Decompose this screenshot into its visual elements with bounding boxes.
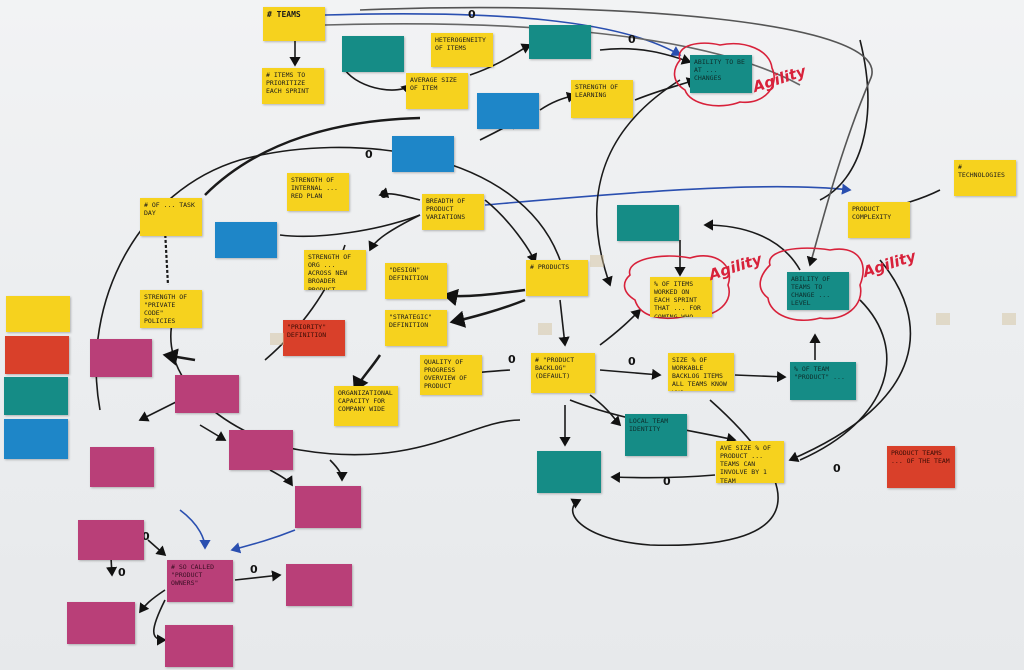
polarity-marker: 0 — [663, 475, 671, 488]
tape — [1002, 313, 1016, 325]
note-items-to-prioritize: # ITEMS TO PRIORITIZE EACH SPRINT — [262, 68, 324, 104]
note-priority-definition: "PRIORITY" DEFINITION — [283, 320, 345, 356]
note-magenta-7 — [286, 564, 352, 606]
note-teams: # TEAMS — [263, 7, 325, 41]
note-teal-bottom — [537, 451, 601, 493]
note-quality-progress: QUALITY OF PROGRESS OVERVIEW OF PRODUCT — [420, 355, 482, 395]
note-left-teal — [4, 377, 68, 415]
note-teal-middle — [617, 205, 679, 241]
note-pct-backlog-teams: AVE SIZE % OF PRODUCT ... TEAMS CAN INVO… — [716, 441, 784, 483]
note-pct-backlog: SIZE % OF WORKABLE BACKLOG ITEMS ALL TEA… — [668, 353, 734, 391]
agility-label: Agility — [861, 247, 919, 281]
note-product-complexity: PRODUCT COMPLEXITY — [848, 202, 910, 238]
note-magenta-9 — [165, 625, 233, 667]
tape — [538, 323, 552, 335]
note-organizational-capacity: ORGANIZATIONAL CAPACITY FOR COMPANY WIDE — [334, 386, 398, 426]
polarity-marker: 0 — [365, 148, 373, 161]
polarity-marker: 0 — [468, 8, 476, 21]
polarity-marker: 0 — [118, 566, 126, 579]
polarity-marker: 0 — [833, 462, 841, 475]
note-strength-private: STRENGTH OF "PRIVATE CODE" POLICIES — [140, 290, 202, 328]
note-product-owner: # SO CALLED "PRODUCT OWNERS" — [167, 560, 233, 602]
note-technologies: # TECHNOLOGIES — [954, 160, 1016, 196]
agility-label: Agility — [751, 62, 809, 96]
tape — [270, 333, 284, 345]
agility-label: Agility — [707, 250, 765, 284]
polarity-marker: 0 — [250, 563, 258, 576]
note-agility-top: ABILITY TO BE AT ... CHANGES — [690, 55, 752, 93]
note-magenta-4 — [229, 430, 293, 470]
note-red-right: PRODUCT TEAMS ... OF THE TEAM — [887, 446, 955, 488]
polarity-marker: 0 — [380, 188, 388, 201]
note-pct-items-variation: % OF ITEMS WORKED ON EACH SPRINT THAT ..… — [650, 277, 712, 317]
note-pct-team-items: % OF TEAM "PRODUCT" ... — [790, 362, 856, 400]
tape — [590, 255, 604, 267]
note-strategic-definition: "STRATEGIC" DEFINITION — [385, 310, 447, 346]
note-strength-learning: STRENGTH OF LEARNING — [571, 80, 633, 118]
note-magenta-3 — [90, 447, 154, 487]
polarity-marker: 0 — [508, 353, 516, 366]
polarity-marker: 0 — [628, 33, 636, 46]
note-local-team: LOCAL TEAM IDENTITY — [625, 414, 687, 456]
note-blue-center — [392, 136, 454, 172]
note-strength-internal: STRENGTH OF INTERNAL ... RED PLAN — [287, 173, 349, 211]
note-left-yellow — [6, 296, 70, 332]
note-product-backlog: # "PRODUCT BACKLOG" (DEFAULT) — [531, 353, 595, 393]
note-magenta-8 — [67, 602, 135, 644]
note-magenta-1 — [90, 339, 152, 377]
note-teal-top-right — [529, 25, 591, 59]
note-bundles: # OF ... TASK DAY — [140, 198, 202, 236]
note-agility-right: ABILITY OF TEAMS TO CHANGE ... LEVEL — [787, 272, 849, 310]
note-breadth-variation: BREADTH OF PRODUCT VARIATIONS — [422, 194, 484, 230]
tape — [936, 313, 950, 325]
note-blue-left — [215, 222, 277, 258]
note-heterogeneity: HETEROGENEITY OF ITEMS — [431, 33, 493, 67]
note-magenta-2 — [175, 375, 239, 413]
note-average-size: AVERAGE SIZE OF ITEM — [406, 73, 468, 109]
note-left-red — [5, 336, 69, 374]
note-left-blue — [4, 419, 68, 459]
note-products: # PRODUCTS — [526, 260, 588, 296]
note-magenta-6 — [78, 520, 144, 560]
note-blue-top — [477, 93, 539, 129]
note-magenta-5 — [295, 486, 361, 528]
polarity-marker: 0 — [628, 355, 636, 368]
note-strength-org: STRENGTH OF ORG ... ACROSS NEW BROADER P… — [304, 250, 366, 290]
note-teal-top — [342, 36, 404, 72]
note-design-definition: "DESIGN" DEFINITION — [385, 263, 447, 299]
